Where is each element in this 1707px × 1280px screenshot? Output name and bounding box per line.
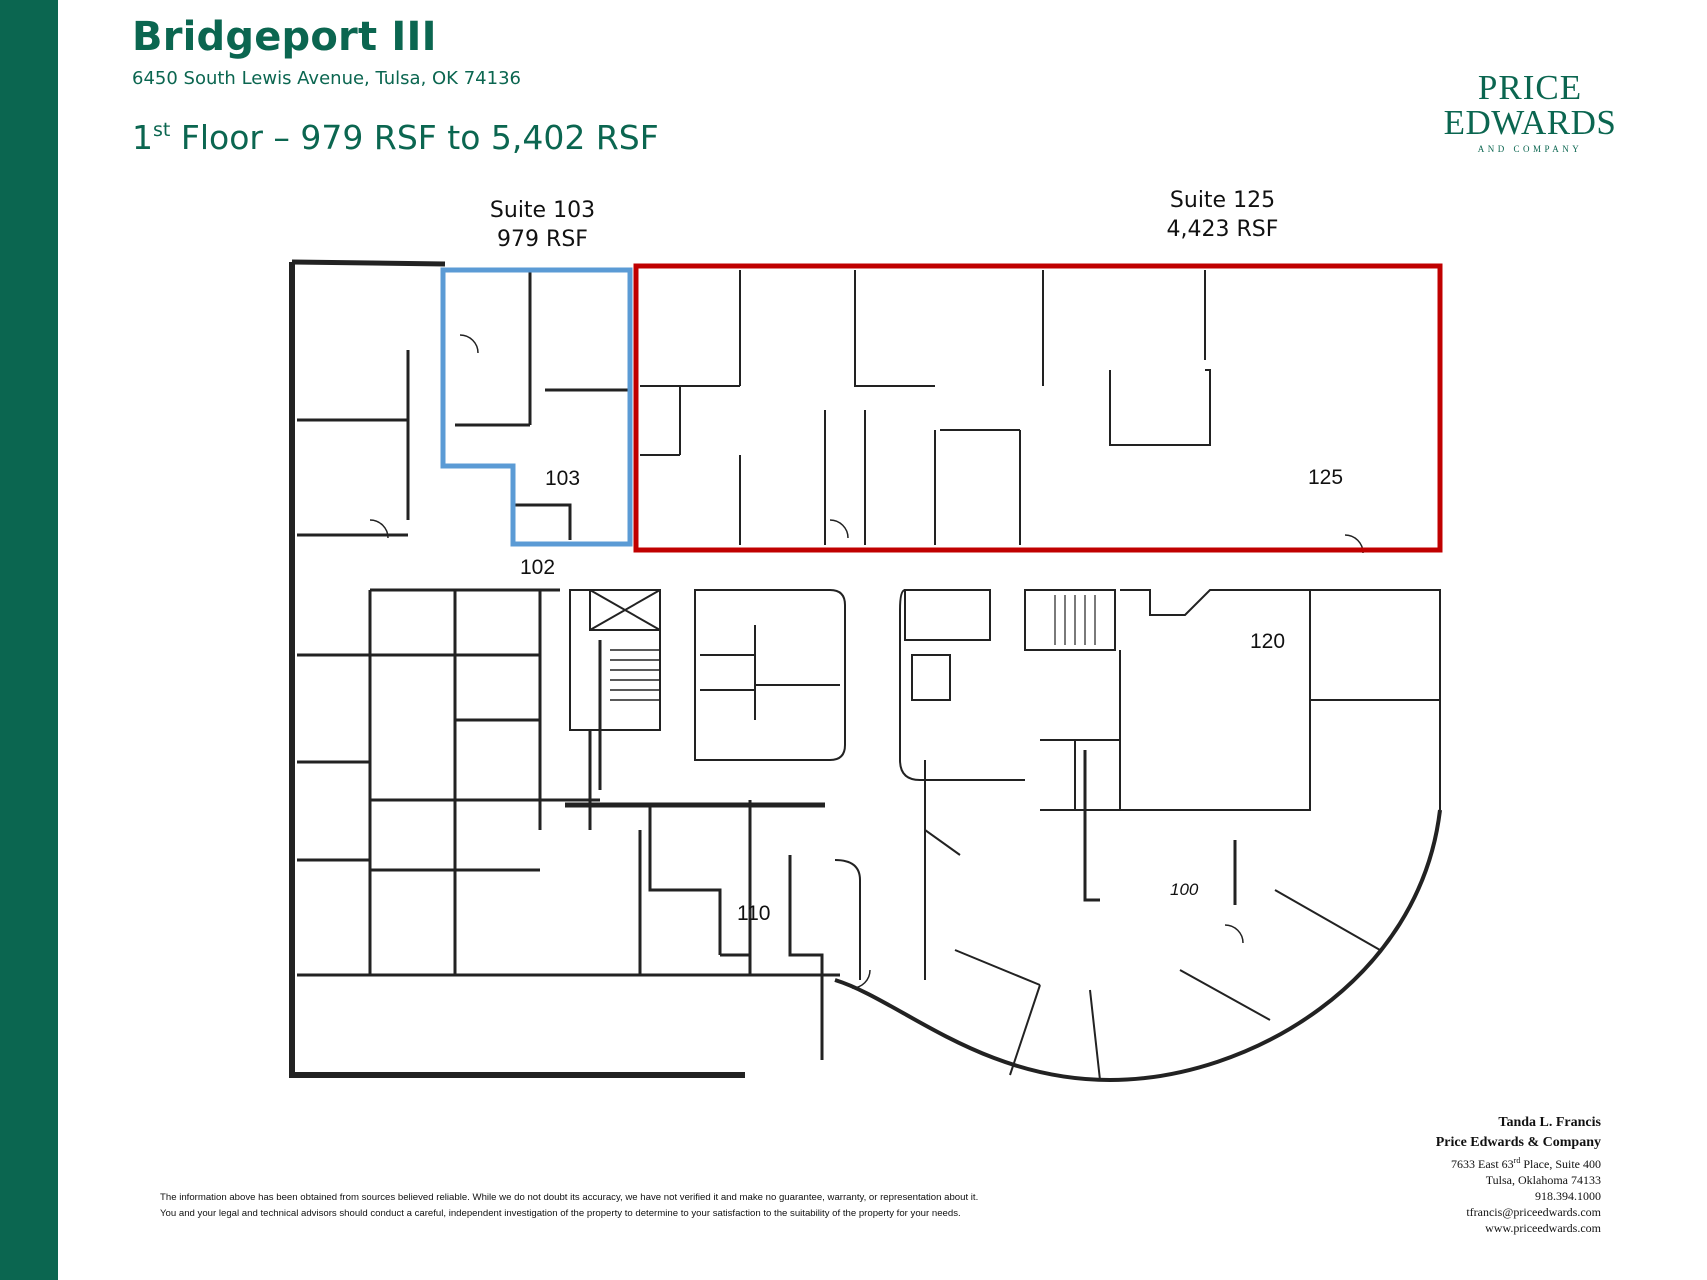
contact-city: Tulsa, Oklahoma 74133 bbox=[1485, 1173, 1601, 1187]
floor-heading: 1st Floor – 979 RSF to 5,402 RSF bbox=[132, 118, 659, 157]
room-label-102: 102 bbox=[520, 556, 555, 579]
contact-website-link[interactable]: www.priceedwards.com bbox=[1485, 1221, 1601, 1235]
contact-name: Tanda L. Francis bbox=[1498, 1115, 1601, 1130]
disclaimer-line-2: You and your legal and technical advisor… bbox=[160, 1208, 961, 1219]
room-label-103: 103 bbox=[545, 467, 580, 490]
suite-103-name: Suite 103 bbox=[489, 198, 596, 223]
suite-103-area: 979 RSF bbox=[497, 227, 588, 252]
price-edwards-logo: PRICE EDWARDS AND COMPANY bbox=[1430, 70, 1630, 154]
floor-ordinal-suffix: st bbox=[153, 119, 171, 141]
floor-number: 1 bbox=[132, 118, 153, 157]
suite-125-area: 4,423 RSF bbox=[1166, 217, 1279, 242]
logo-line-2: EDWARDS bbox=[1443, 103, 1617, 142]
room-label-125: 125 bbox=[1308, 466, 1343, 489]
contact-email-link[interactable]: tfrancis@priceedwards.com bbox=[1466, 1205, 1601, 1219]
side-accent-bar bbox=[0, 0, 58, 1280]
suite-125-name: Suite 125 bbox=[1169, 188, 1276, 213]
floor-plan-drawing: 103 125 102 120 110 100 bbox=[289, 259, 1443, 1083]
contact-block: Tanda L. Francis Price Edwards & Company… bbox=[1436, 1113, 1601, 1236]
logo-line-1: PRICE bbox=[1477, 68, 1583, 107]
contact-street-prefix: 7633 East 63 bbox=[1451, 1157, 1514, 1171]
suite-103-label: Suite 103 979 RSF bbox=[460, 196, 625, 254]
room-label-110: 110 bbox=[737, 902, 770, 925]
suite-125-label: Suite 125 4,423 RSF bbox=[1135, 186, 1310, 244]
floor-range-text: Floor – 979 RSF to 5,402 RSF bbox=[170, 118, 659, 157]
room-label-100: 100 bbox=[1170, 880, 1199, 899]
disclaimer-line-1: The information above has been obtained … bbox=[160, 1192, 979, 1203]
contact-street-suffix: Place, Suite 400 bbox=[1520, 1157, 1601, 1171]
property-address: 6450 South Lewis Avenue, Tulsa, OK 74136 bbox=[132, 68, 521, 89]
room-label-120: 120 bbox=[1250, 630, 1285, 653]
logo-line-3: AND COMPANY bbox=[1477, 144, 1583, 154]
property-title: Bridgeport III bbox=[132, 14, 437, 60]
contact-street-ordinal: rd bbox=[1513, 1156, 1521, 1165]
disclaimer: The information above has been obtained … bbox=[160, 1190, 978, 1222]
contact-street: 7633 East 63rd Place, Suite 400 bbox=[1436, 1153, 1601, 1172]
contact-phone[interactable]: 918.394.1000 bbox=[1535, 1189, 1601, 1203]
suite-125-outline bbox=[633, 263, 1443, 553]
suite-103-outline bbox=[440, 267, 633, 547]
contact-company: Price Edwards & Company bbox=[1435, 1135, 1601, 1150]
